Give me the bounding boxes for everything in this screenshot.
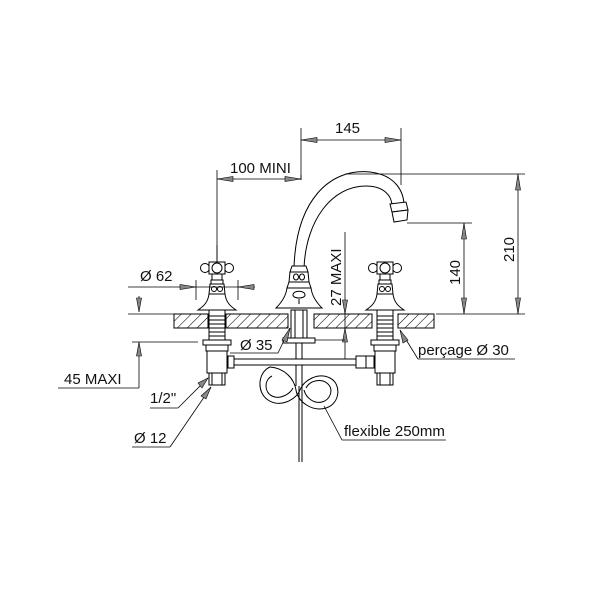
label-45-maxi: 45 MAXI <box>64 371 122 388</box>
label-d62: Ø 62 <box>140 268 173 285</box>
label-d35: Ø 35 <box>240 337 273 354</box>
label-100-mini: 100 MINI <box>230 160 291 177</box>
dim-spout-height: 140 <box>407 222 472 315</box>
dim-body-diameter: Ø 35 <box>230 327 291 354</box>
dim-under-deck: 45 MAXI <box>58 296 198 389</box>
spout <box>274 171 409 309</box>
label-flexible: flexible 250mm <box>344 423 445 440</box>
dim-pipe-diameter: Ø 12 <box>132 386 212 448</box>
flexible-hose <box>259 366 339 410</box>
right-handle <box>364 261 406 311</box>
left-valve-body <box>202 309 235 386</box>
dim-drilling: perçage Ø 30 <box>399 329 515 360</box>
dim-deck-thickness: 27 MAXI <box>300 232 348 360</box>
dim-handle-diameter: Ø 62 <box>128 268 255 300</box>
right-valve-body <box>365 309 400 386</box>
label-140: 140 <box>447 260 464 285</box>
left-handle <box>196 245 238 311</box>
label-d12: Ø 12 <box>134 430 167 447</box>
deck <box>128 313 435 329</box>
connecting-pipe <box>233 355 367 369</box>
dim-min-spacing: 100 MINI <box>216 160 302 262</box>
dim-spout-reach: 145 <box>300 120 402 185</box>
label-percage-d30: perçage Ø 30 <box>418 342 509 359</box>
dim-flexible: flexible 250mm <box>323 405 446 441</box>
label-210: 210 <box>501 237 518 262</box>
dim-total-height: 210 <box>345 173 525 315</box>
dim-thread: 1/2" <box>150 377 209 409</box>
label-half-inch: 1/2" <box>150 390 176 407</box>
label-27-maxi: 27 MAXI <box>328 248 345 306</box>
label-145: 145 <box>335 120 360 137</box>
